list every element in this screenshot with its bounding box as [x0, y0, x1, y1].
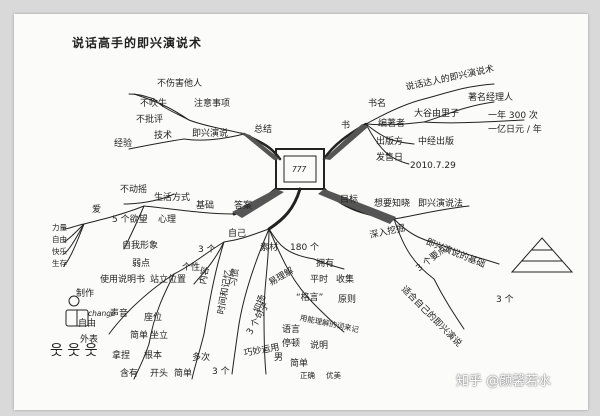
topic-desire-survive: 生存 — [52, 259, 67, 268]
topic-desire-power: 力量 — [52, 223, 67, 232]
topic-appearance: 外表 — [80, 335, 99, 345]
topic-collect: 收集 — [336, 275, 355, 285]
topic-contain: 含有 — [120, 369, 139, 379]
mind-map-sheet: 说话高手的即兴演说术 总结 注意事项 不伤害他人 不吹牛 不批评 技术 即兴演说… — [14, 14, 588, 410]
topic-three-count: 3 个 — [496, 295, 514, 305]
topic-date: 2010.7.29 — [410, 161, 456, 171]
topic-income: 一亿日元 / 年 — [488, 125, 542, 135]
watermark: 知乎 @颜馨若水 — [456, 374, 552, 389]
topic-beginning: 开头 — [150, 369, 169, 379]
topic-sit: 坐立 — [150, 331, 169, 341]
topic-no-brag: 不吹牛 — [140, 99, 168, 109]
topic-count: 一年 300 次 — [488, 111, 538, 121]
topic-basics: 基础 — [196, 201, 215, 211]
topic-idiom: “格言” — [296, 293, 324, 303]
topic-position: 站立位置 — [150, 275, 187, 285]
topic-self: 自己 — [228, 229, 247, 239]
topic-exact: 正确 — [300, 371, 315, 380]
topic-no-hurt: 不伤害他人 — [157, 79, 203, 89]
topic-many-times: 多次 — [192, 353, 211, 363]
topic-freedom2: 自由 — [78, 319, 97, 329]
topic-principle: 原则 — [338, 295, 357, 305]
topic-restraint: 制作 — [76, 289, 95, 299]
topic-impromptu-method: 即兴演说法 — [418, 199, 464, 209]
topic-experience: 经验 — [114, 139, 133, 149]
topic-language: 语言 — [282, 325, 301, 335]
topic-want-know: 想要知晓 — [374, 199, 411, 209]
topic-character: 个性 — [182, 263, 201, 273]
topic-hold: 拿捏 — [112, 351, 131, 361]
topic-change: change — [88, 309, 116, 318]
topic-simple: 简单 — [130, 331, 149, 341]
topic-author: 大谷由里子 — [414, 109, 460, 119]
topic-material: 素材 — [260, 243, 279, 253]
stick-figures-icon: 웃 웃 웃 — [50, 343, 98, 359]
topic-three: 3 个 — [198, 245, 216, 255]
topic-book: 书 — [341, 121, 351, 131]
topic-love: 爱 — [92, 205, 102, 215]
topic-brief: 简单 — [290, 359, 309, 369]
topic-book-name-label: 书名 — [368, 99, 387, 109]
topic-summary: 总结 — [254, 125, 273, 135]
page-title: 说话高手的即兴演说术 — [72, 36, 203, 50]
topic-author-label: 编著者 — [378, 119, 406, 129]
topic-answer: 答案 — [234, 201, 253, 211]
topic-weakness: 弱点 — [132, 259, 151, 269]
topic-publisher: 中经出版 — [418, 137, 455, 147]
topic-male: 男 — [274, 353, 284, 363]
center-logo-text: 777 — [292, 165, 307, 174]
topic-publisher-label: 出版方 — [376, 137, 404, 147]
topic-desire-fun: 快乐 — [52, 247, 67, 256]
topic-use-gesture: 使用说明书 — [100, 275, 146, 285]
topic-impromptu: 即兴演说 — [192, 129, 229, 139]
topic-have: 拥有 — [316, 259, 335, 269]
topic-mindset: 心理 — [158, 215, 177, 225]
topic-brief2: 简单 — [174, 369, 193, 379]
topic-goal: 目标 — [340, 195, 359, 205]
topic-lifestyle: 生活方式 — [154, 193, 191, 203]
topic-beautiful: 优美 — [326, 371, 341, 380]
topic-desire-freedom: 自由 — [52, 235, 67, 244]
topic-have-180: 180 个 — [290, 243, 320, 253]
topic-unshakable: 不动摇 — [120, 185, 148, 195]
topic-five-desires: 5 个欲望 — [112, 215, 148, 225]
topic-self-image: 自我形象 — [122, 241, 159, 251]
topic-notes: 注意事项 — [194, 99, 231, 109]
topic-voice: 声音 — [110, 309, 129, 319]
topic-technique: 技术 — [154, 131, 173, 141]
topic-manager: 著名经理人 — [468, 93, 514, 103]
topic-seat: 座位 — [144, 313, 163, 323]
topic-no-criticize: 不批评 — [136, 115, 164, 125]
topic-explain: 说明 — [310, 341, 329, 351]
topic-date-label: 发售日 — [376, 153, 404, 163]
topic-usual: 平时 — [310, 275, 329, 285]
topic-pauses: 停顿 — [282, 339, 301, 349]
mind-map-branches — [63, 83, 574, 380]
topic-root: 根本 — [144, 351, 163, 361]
topic-three-parts: 3 个 — [212, 367, 230, 377]
